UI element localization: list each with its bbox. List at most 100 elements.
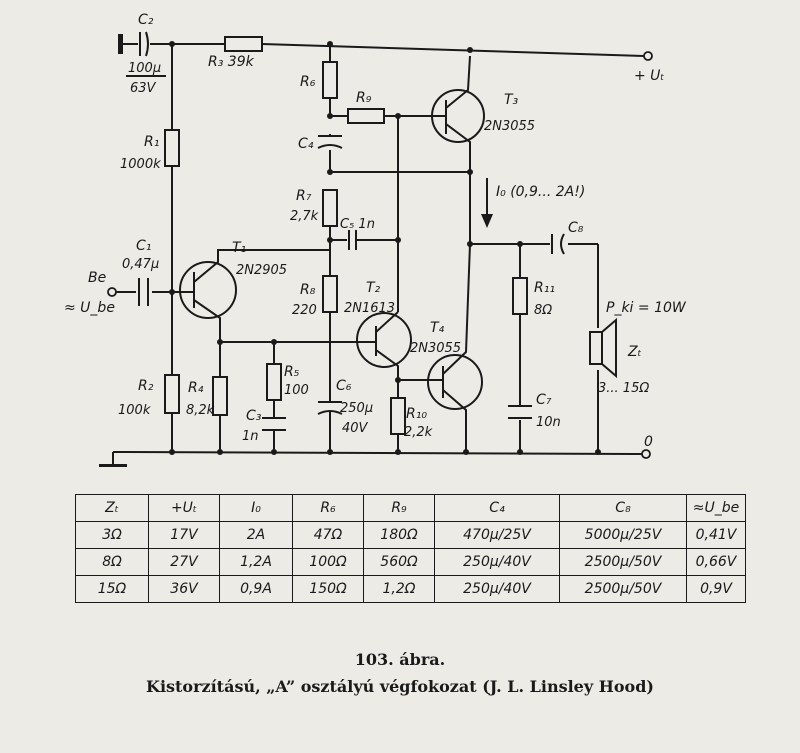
label-c6-name: C₆ [336,378,352,394]
resistor-r10 [390,397,406,435]
capacitor-c2 [118,31,149,57]
capacitor-c6 [317,401,343,415]
label-c2-val2: 63V [130,81,157,96]
ground-rail [112,451,643,455]
table-cell: 560Ω [363,548,435,576]
label-r10-val: 2,2k [404,425,433,440]
table-cell: 5000μ/25V [559,521,687,549]
label-t2-name: T₂ [366,280,381,296]
amplifier-schematic: C₂ 100μ 63V R₃ 39k R₆ R₉ T₃ 2N3055 + Uₜ … [64,12,687,467]
table-cell: 8Ω [75,548,149,576]
resistor-r7 [322,189,338,227]
label-r3: R₃ 39k [208,54,255,70]
table-cell: 3Ω [75,521,149,549]
label-r10-name: R₁₀ [406,406,427,422]
table-cell: 0,66V [686,548,746,576]
table-cell: 0,9V [686,575,746,603]
label-c4: C₄ [298,136,314,152]
table-cell: 2500μ/50V [559,548,687,576]
table-cell: 2500μ/50V [559,575,687,603]
table-header: R₆ [292,494,364,522]
label-zt-range: 3... 15Ω [598,381,649,396]
capacitor-c3 [262,417,286,431]
label-c2-name: C₂ [138,12,154,28]
capacitor-c1 [138,278,149,306]
table-cell: 180Ω [363,521,435,549]
supply-terminal [643,51,653,61]
table-header: +Uₜ [148,494,220,522]
label-c3-name: C₃ [246,408,262,424]
label-c8: C₈ [568,220,584,236]
table-header: C₄ [434,494,560,522]
label-r1-name: R₁ [144,134,159,150]
resistor-r1 [164,129,180,167]
figure-caption: 103. ábra. Kistorzítású, „A” osztályú vé… [0,650,800,696]
label-pki: P_ki = 10W [606,300,687,316]
label-io: I₀ (0,9... 2A!) [496,184,585,200]
label-t1-name: T₁ [232,240,246,256]
table-cell: 0,41V [686,521,746,549]
capacitor-c7 [508,405,532,419]
label-be: Be [88,270,106,286]
label-c5: C₅ 1n [340,217,375,232]
figure-title: Kistorzítású, „A” osztályú végfokozat (J… [146,677,654,696]
supply-rail [150,43,645,57]
table-cell: 27V [148,548,220,576]
values-table: Zₜ +Uₜ I₀ R₆ R₉ C₄ C₈ ≈U_be 3Ω 17V 2A 47… [75,494,746,603]
table-cell: 150Ω [292,575,364,603]
ground-terminal [641,449,651,459]
figure-number: 103. ábra. [354,650,446,669]
table-row: 15Ω 36V 0,9A 150Ω 1,2Ω 250μ/40V 2500μ/50… [75,575,746,603]
label-r2-name: R₂ [138,378,154,394]
table-cell: 0,9A [219,575,293,603]
label-r2-val: 100k [118,403,151,418]
label-r8-name: R₈ [300,282,316,298]
table-cell: 17V [148,521,220,549]
table-header-row: Zₜ +Uₜ I₀ R₆ R₉ C₄ C₈ ≈U_be [75,494,746,522]
resistor-r4 [212,376,228,416]
label-c6-val2: 40V [342,421,369,436]
label-r9: R₉ [356,90,372,106]
label-c1-name: C₁ [136,238,151,254]
label-r7-val: 2,7k [290,209,319,224]
label-t3-name: T₃ [504,92,519,108]
label-c2-val1: 100μ [128,61,161,76]
label-t4-type: 2N3055 [410,341,461,356]
label-t3-type: 2N3055 [484,119,535,134]
table-cell: 36V [148,575,220,603]
label-c1-val: 0,47μ [122,257,159,272]
table-cell: 1,2Ω [363,575,435,603]
table-header: ≈U_be [686,494,746,522]
label-t2-type: 2N1613 [344,301,395,316]
label-zero: 0 [644,434,653,450]
capacitor-c4 [317,135,343,149]
junction-dots [169,41,601,455]
transistor-t2 [356,311,412,380]
table-cell: 47Ω [292,521,364,549]
label-r5-val: 100 [284,383,309,398]
table-cell: 1,2A [219,548,293,576]
table-cell: 250μ/40V [434,548,560,576]
transistor-t3 [431,55,485,172]
resistor-r2 [164,374,180,414]
table-row: 8Ω 27V 1,2A 100Ω 560Ω 250μ/40V 2500μ/50V… [75,548,746,576]
table-cell: 470μ/25V [434,521,560,549]
table-header: Zₜ [75,494,149,522]
table-header: R₉ [363,494,435,522]
resistor-r8 [322,275,338,313]
capacitor-c5 [348,230,357,250]
transistor-t4 [427,243,483,452]
label-r11-name: R₁₁ [534,280,555,296]
label-r6: R₆ [300,74,316,90]
label-r1-val: 1000k [120,157,161,172]
label-r7-name: R₇ [296,188,312,204]
label-r5-name: R₅ [284,364,300,380]
table-header: I₀ [219,494,293,522]
label-ube: ≈ U_be [64,300,115,316]
label-t4-name: T₄ [430,320,445,336]
label-r11-val: 8Ω [534,303,552,318]
component-table: Zₜ +Uₜ I₀ R₆ R₉ C₄ C₈ ≈U_be 3Ω 17V 2A 47… [75,494,746,603]
label-c6-val1: 250μ [340,401,373,416]
table-cell: 2A [219,521,293,549]
label-c3-val: 1n [242,429,259,444]
